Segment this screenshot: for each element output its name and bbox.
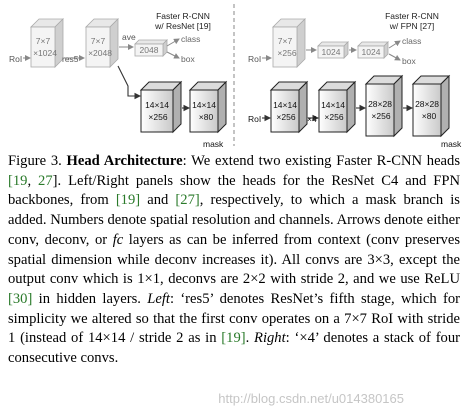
right-m3-bottom: ×256 <box>371 111 390 121</box>
right-box1-top: 7×7 <box>278 36 293 46</box>
caption-text: , <box>27 172 39 189</box>
right-m2-top: 14×14 <box>321 100 345 110</box>
left-mask-box2-bottom: ×80 <box>199 112 214 122</box>
left-mask-box-2: 14×14 ×80 <box>188 80 228 134</box>
right-fc1-label: 1024 <box>322 47 341 57</box>
caption-text: : ‘res5’ denotes ResNet’s fifth stage, w… <box>8 290 460 347</box>
citation-link[interactable]: [19] <box>115 192 141 209</box>
caption-text: , respectively, to which a mask branch i… <box>8 192 460 248</box>
left-class-label: class <box>181 34 200 44</box>
caption-text: : ‘×4’ denotes a stack of four consecuti… <box>8 330 461 367</box>
right-box1-bottom: ×256 <box>277 48 296 58</box>
right-mask-box-2: 14×14 ×256 <box>317 80 357 134</box>
right-fc2-box: 1024 <box>357 41 389 59</box>
figure-caption: Figure 3. Head Architecture: We extend t… <box>8 152 460 369</box>
left-box2-bottom: ×2048 <box>88 48 112 58</box>
left-box-label: box <box>181 54 195 64</box>
caption-right-italic: Right <box>254 330 286 347</box>
citation-link[interactable]: 27 <box>38 172 53 189</box>
right-title-line1: Faster R-CNN <box>385 11 439 21</box>
caption-title: Head Architecture <box>66 153 183 169</box>
citation-link[interactable]: [19 <box>8 172 28 189</box>
left-roi-feature-box: 7×7 ×1024 <box>30 18 64 68</box>
right-box-label: box <box>402 56 416 66</box>
left-mask-box1-bottom: ×256 <box>148 112 167 122</box>
right-mask-box-4: 28×28 ×80 <box>411 74 451 138</box>
right-fc2-label: 1024 <box>362 47 381 57</box>
left-box1-top: 7×7 <box>36 36 51 46</box>
left-mask-label: mask <box>203 139 224 149</box>
left-res5-label: res5 <box>62 54 79 64</box>
left-panel: Faster R-CNN w/ ResNet [19] RoI 7×7 ×102… <box>9 11 228 149</box>
left-res5-feature-box: 7×7 ×2048 <box>85 18 119 68</box>
left-fc-2048-box: 2048 <box>134 39 168 57</box>
watermark: http://blog.csdn.net/u014380165 <box>218 391 404 406</box>
caption-text: layers as can be inferred from context (… <box>8 231 461 288</box>
caption-figure-label: Figure 3. <box>8 153 62 169</box>
right-m4-top: 28×28 <box>415 99 439 109</box>
right-panel: Faster R-CNN w/ FPN [27] RoI 7×7 ×256 10… <box>248 11 462 149</box>
caption-text: in hidden layers. <box>32 290 148 307</box>
caption-left-italic: Left <box>147 290 170 307</box>
caption-fc-italic: fc <box>112 231 124 248</box>
architecture-figure: Faster R-CNN w/ ResNet [19] RoI 7×7 ×102… <box>9 4 462 149</box>
left-title-line2: w/ ResNet [19] <box>154 21 211 31</box>
left-ave-label: ave <box>122 32 136 42</box>
right-m2-bottom: ×256 <box>324 112 343 122</box>
left-mask-box1-top: 14×14 <box>145 100 169 110</box>
citation-link[interactable]: [27] <box>175 192 200 209</box>
caption-text: . Left/Right panels show the heads for t… <box>8 172 460 209</box>
right-roi-top-label: RoI <box>248 54 261 64</box>
left-title-line1: Faster R-CNN <box>156 11 210 21</box>
right-m1-top: 14×14 <box>273 100 297 110</box>
right-m4-bottom: ×80 <box>422 111 437 121</box>
caption-text: and <box>140 192 176 209</box>
left-mask-box-1: 14×14 ×256 <box>139 80 183 134</box>
left-box2-top: 7×7 <box>91 36 106 46</box>
right-class-label: class <box>402 36 421 46</box>
right-x4-label: ×4 <box>307 114 317 124</box>
right-mask-box-1: 14×14 ×256 <box>269 80 309 134</box>
left-mask-box2-top: 14×14 <box>192 100 216 110</box>
caption-text: : We extend two existing Faster R-CNN he… <box>182 153 461 169</box>
right-roi-feature-box: 7×7 ×256 <box>272 18 306 68</box>
right-m1-bottom: ×256 <box>276 112 295 122</box>
caption-text: ] <box>52 172 58 189</box>
left-roi-label: RoI <box>9 54 22 64</box>
citation-link[interactable]: [19] <box>221 330 246 347</box>
right-fc1-box: 1024 <box>317 41 349 59</box>
caption-text: . <box>245 330 255 347</box>
citation-link[interactable]: [30] <box>8 290 33 307</box>
left-box1-bottom: ×1024 <box>33 48 57 58</box>
right-m3-top: 28×28 <box>368 99 392 109</box>
right-mask-box-3: 28×28 ×256 <box>364 74 404 138</box>
left-fc-2048: 2048 <box>140 45 159 55</box>
right-mask-label: mask <box>441 139 462 149</box>
right-title-line2: w/ FPN [27] <box>389 21 434 31</box>
right-roi-bottom-label: RoI <box>248 114 261 124</box>
